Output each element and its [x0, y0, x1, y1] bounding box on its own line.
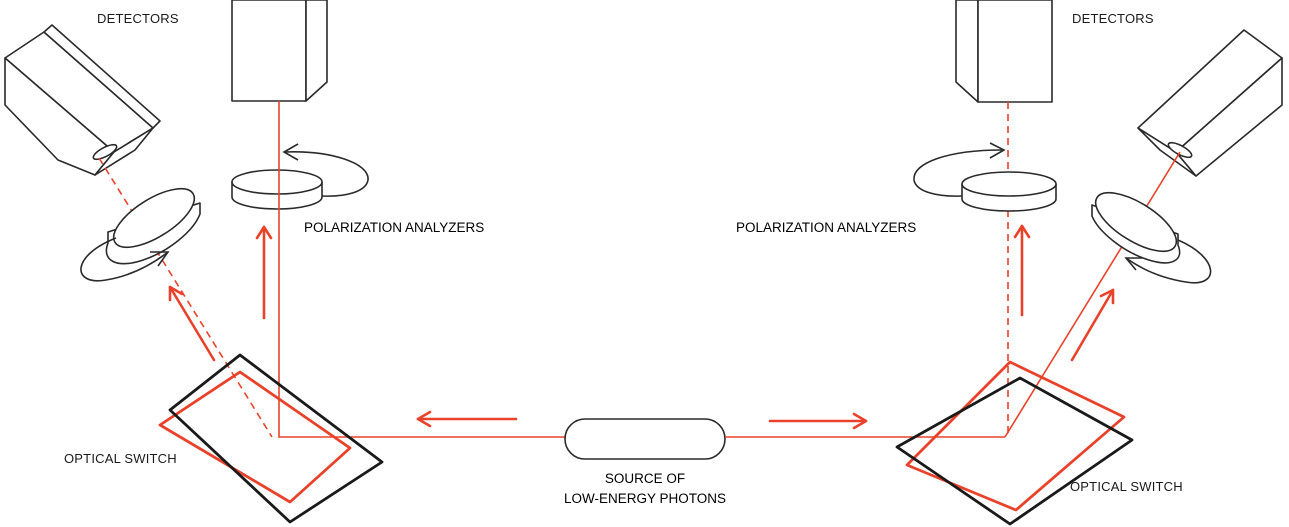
beam-left-to-inner-detector [278, 101, 565, 438]
optical-switch-right-red [905, 360, 1126, 512]
arrow-left-outer-up [168, 285, 216, 362]
rotation-arrowhead-left-outer [150, 251, 170, 267]
optical-switch-left-black [168, 353, 384, 524]
polarizer-right-outer [1091, 191, 1181, 264]
polarizer-right-inner [961, 171, 1057, 212]
rotation-arrow-left-outer [80, 237, 169, 282]
arrow-source-right [768, 412, 868, 430]
polarizer-left-inner [231, 169, 323, 210]
polarizer-left-outer [105, 187, 201, 265]
rotation-arrowhead-left-inner [282, 143, 299, 161]
optical-switch-left-red [158, 370, 352, 504]
detector-left-outer [4, 24, 161, 176]
detector-left-inner [231, 0, 328, 102]
rotation-arrow-right-inner [913, 149, 1003, 197]
label-optical-switch-left: OPTICAL SWITCH [64, 451, 177, 466]
arrow-left-inner-up [255, 225, 273, 320]
arrow-right-outer-up [1070, 288, 1115, 362]
rotation-arrowhead-right-outer [1124, 257, 1142, 271]
rotation-arrow-left-inner [283, 151, 369, 197]
label-optical-switch-right: OPTICAL SWITCH [1070, 479, 1183, 494]
rotation-arrowhead-right-inner [989, 142, 1006, 159]
label-detectors-left: DETECTORS [97, 11, 179, 26]
arrow-right-inner-up [1013, 224, 1031, 317]
photon-source [564, 418, 726, 460]
detector-right-inner [955, 0, 1053, 103]
detector-right-outer [1137, 29, 1283, 177]
rotation-arrow-right-outer [1125, 239, 1212, 284]
label-detectors-right: DETECTORS [1072, 11, 1154, 26]
label-source-line1: SOURCE OF [605, 471, 685, 486]
optical-switch-right-black [895, 376, 1134, 526]
beam-left-to-outer-detector [98, 157, 273, 438]
label-analyzers-left: POLARIZATION ANALYZERS [304, 220, 484, 235]
beam-right-to-outer-detector [1004, 151, 1181, 438]
label-analyzers-right: POLARIZATION ANALYZERS [736, 220, 916, 235]
label-source-line2: LOW-ENERGY PHOTONS [564, 491, 726, 506]
arrow-source-left [416, 410, 518, 428]
